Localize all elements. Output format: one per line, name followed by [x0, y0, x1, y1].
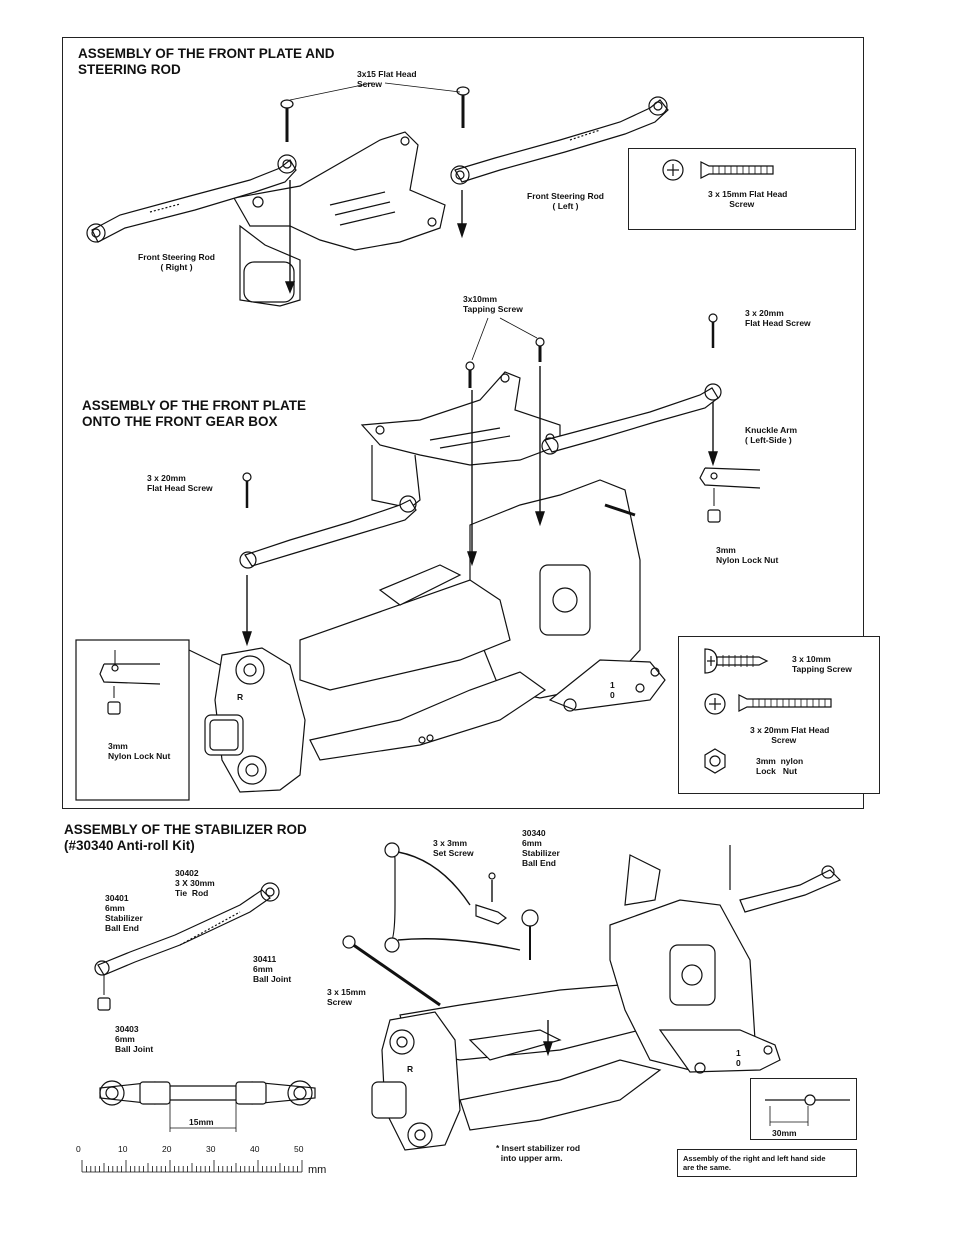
label-screw-3x15: 3 x 15mm Screw [327, 987, 366, 1007]
gearbox-body-drawing [469, 479, 666, 712]
parts-box-3x15: 3 x 15mm Flat Head Screw [628, 148, 856, 230]
label-30402: 30402 3 X 30mm Tie Rod [175, 868, 215, 898]
label-flat-head-box: 3 x 20mm Flat Head Screw [750, 725, 830, 745]
title-front-plate-steering-rod: ASSEMBLY OF THE FRONT PLATE AND STEERING… [78, 46, 335, 77]
flat-head-screw-20-icon [704, 693, 726, 715]
assembly-arrows-top [284, 180, 467, 294]
label-nylon-nut-right: 3mm Nylon Lock Nut [716, 545, 779, 565]
label-30411: 30411 6mm Ball Joint [253, 954, 292, 984]
knuckle-arm-right-inset-drawing [75, 639, 221, 801]
ruler-tick-20: 20 [162, 1144, 172, 1154]
label-steering-rod-left: Front Steering Rod ( Left ) [527, 191, 604, 211]
assembly-arrows-gearbox [242, 366, 718, 647]
label-flat-head-3x15: 3x15 Flat Head Screw [357, 69, 417, 89]
assembly-arrows-bottom [491, 880, 553, 1057]
ruler-tick-0: 0 [76, 1144, 81, 1154]
upper-front-plate-drawing [360, 371, 561, 509]
label-30340: 30340 6mm Stabilizer Ball End [522, 828, 560, 868]
ruler: 0 10 20 30 40 50 mm [76, 1144, 336, 1184]
arm-letter-bottom: R [407, 1064, 414, 1074]
label-30403: 30403 6mm Ball Joint [115, 1024, 154, 1054]
label-insert-note: * Insert stabilizer rod into upper arm. [496, 1143, 581, 1163]
steering-rod-left-drawing [450, 96, 669, 185]
same-assembly-note-box: Assembly of the right and left hand side… [677, 1149, 857, 1177]
hardware-icons [704, 648, 832, 774]
label-steering-rod-right: Front Steering Rod ( Right ) [138, 252, 215, 272]
gear-marks-bottom: 1 0 [736, 1048, 741, 1068]
gear-marks-top: 1 0 [610, 680, 615, 700]
knuckle-arm-left-drawing [699, 467, 761, 523]
label-dim-15mm: 15mm [189, 1117, 214, 1127]
ruler-unit: mm [308, 1164, 327, 1176]
stabilizer-dimension-inset: 30mm [750, 1078, 857, 1140]
steering-rod-right-drawing [86, 154, 297, 243]
label-set-screw: 3 x 3mm Set Screw [433, 838, 474, 858]
label-nylon-nut-left: 3mm Nylon Lock Nut [108, 741, 171, 761]
label-flat-head-3x20-right: 3 x 20mm Flat Head Screw [745, 308, 811, 328]
flat-head-screw-icon [662, 159, 774, 181]
front-plate-drawing [233, 131, 446, 307]
label-tapping-screw-box: 3 x 10mm Tapping Screw [792, 654, 852, 674]
tie-rod-dimension-drawing [99, 1080, 316, 1132]
ruler-ticks-drawing [81, 1160, 303, 1172]
lower-arm-drawing [299, 564, 547, 761]
screw-drawings-gearbox [242, 313, 718, 508]
stabilizer-assembly-drawing [342, 842, 842, 1151]
stabilizer-inset-drawing [765, 1094, 850, 1126]
nylon-nut-icon [704, 748, 726, 774]
ruler-tick-40: 40 [250, 1144, 260, 1154]
knuckle-right-drawing [204, 647, 306, 793]
parts-box-hardware: 3 x 10mm Tapping Screw 3 x 20mm Flat Hea… [678, 636, 880, 794]
ruler-tick-30: 30 [206, 1144, 216, 1154]
label-30401: 30401 6mm Stabilizer Ball End [105, 893, 143, 933]
parts-box-3x15-label: 3 x 15mm Flat Head Screw [708, 189, 788, 209]
stabilizer-rod-parts-drawing [94, 882, 280, 1011]
steering-rod-gearbox-drawing [239, 383, 722, 569]
screw-3x15-drawings [280, 82, 470, 142]
label-dim-30mm: 30mm [772, 1128, 797, 1138]
title-front-plate-gear-box: ASSEMBLY OF THE FRONT PLATE ONTO THE FRO… [82, 398, 307, 429]
label-same-note: Assembly of the right and left hand side… [683, 1154, 826, 1172]
ruler-tick-10: 10 [118, 1144, 128, 1154]
title-stabilizer-rod: ASSEMBLY OF THE STABILIZER ROD (#30340 A… [64, 822, 307, 853]
label-knuckle-arm: Knuckle Arm ( Left-Side ) [745, 425, 798, 445]
label-tapping-3x10: 3x10mm Tapping Screw [463, 294, 523, 314]
label-flat-head-3x20-left: 3 x 20mm Flat Head Screw [147, 473, 213, 493]
arm-letter-top: R [237, 692, 244, 702]
ruler-tick-50: 50 [294, 1144, 304, 1154]
label-nut-box: 3mm nylon Lock Nut [756, 756, 804, 776]
